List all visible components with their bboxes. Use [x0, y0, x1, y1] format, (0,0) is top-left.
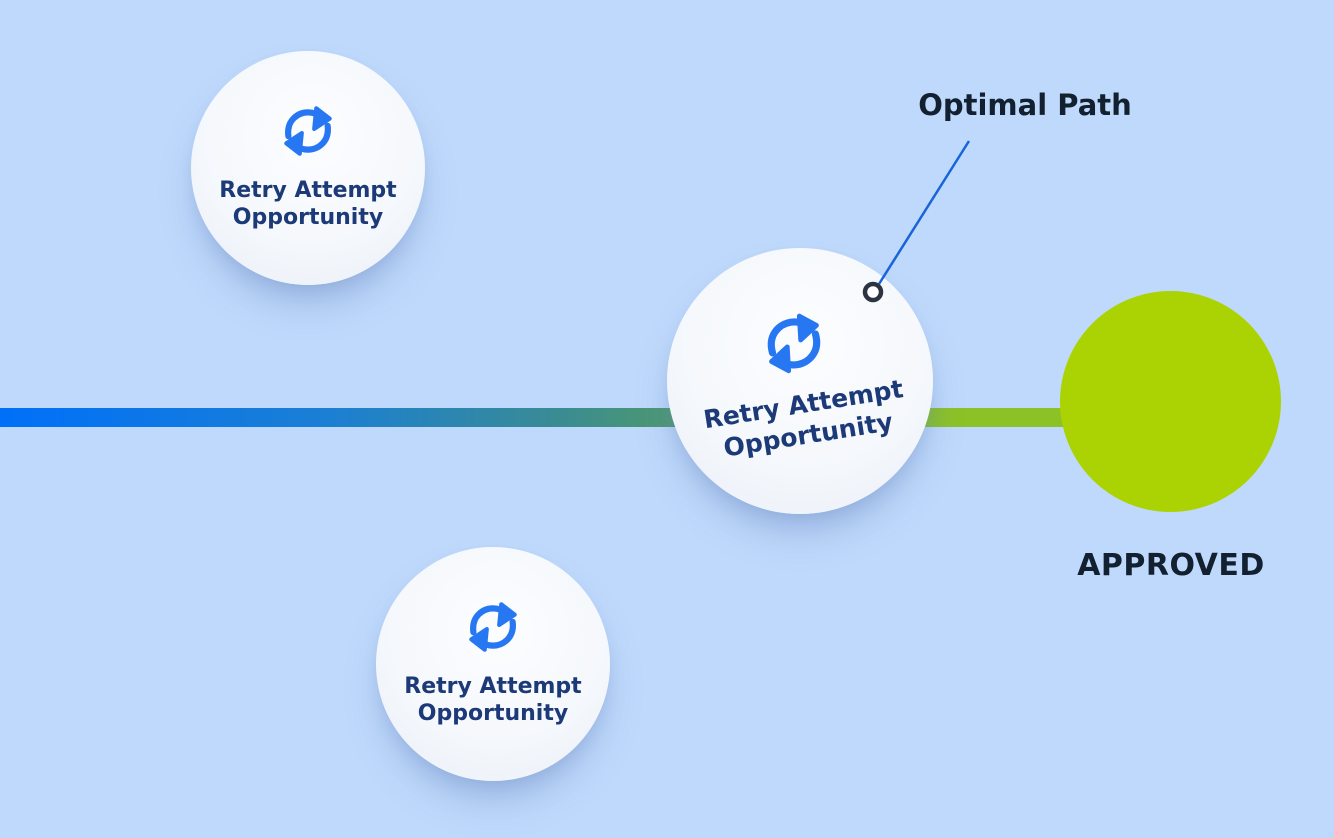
- pointer-line: [877, 140, 971, 285]
- retry-node-center: Retry Attempt Opportunity: [667, 248, 933, 514]
- approved-node-circle: [1060, 291, 1281, 512]
- retry-node-bottom: Retry Attempt Opportunity: [376, 547, 610, 781]
- approved-label: APPROVED: [1077, 548, 1265, 583]
- retry-node-label: Retry Attempt Opportunity: [702, 374, 911, 466]
- retry-node-content: Retry Attempt Opportunity: [219, 104, 397, 232]
- optimal-path-label: Optimal Path: [918, 88, 1132, 122]
- retry-node-label: Retry Attempt Opportunity: [404, 674, 581, 728]
- sync-retry-icon: [754, 307, 835, 379]
- retry-label-line2: Opportunity: [417, 701, 569, 726]
- retry-node-top-left: Retry Attempt Opportunity: [191, 51, 425, 285]
- retry-label-line2: Opportunity: [232, 205, 384, 230]
- sync-retry-icon: [277, 104, 339, 158]
- sync-retry-icon: [462, 600, 524, 654]
- retry-node-label: Retry Attempt Opportunity: [219, 178, 396, 232]
- retry-node-content: Retry Attempt Opportunity: [690, 297, 911, 466]
- retry-label-line1: Retry Attempt: [219, 178, 397, 204]
- retry-node-content: Retry Attempt Opportunity: [404, 600, 582, 728]
- retry-label-line1: Retry Attempt: [404, 674, 582, 700]
